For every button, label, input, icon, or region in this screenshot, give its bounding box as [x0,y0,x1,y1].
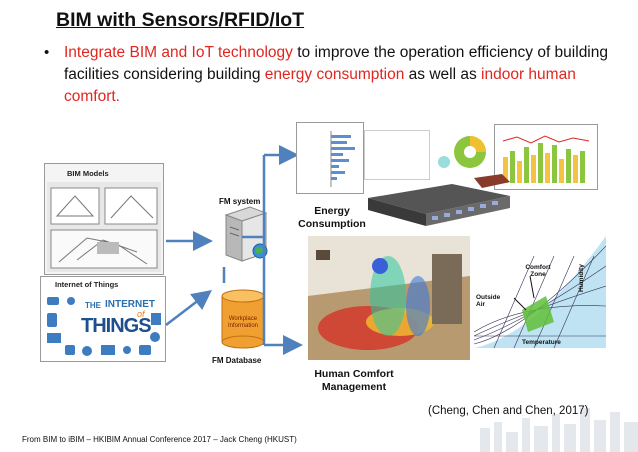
bullet-highlight-bim-iot: Integrate BIM and IoT technology [64,44,293,61]
iot-logo-internet: INTERNET [105,299,155,310]
room-thermal-render-image [308,236,470,360]
bim-models-image: BIM Models [44,163,164,275]
bullet-highlight-energy: energy consumption [264,66,405,83]
human-comfort-label: Human Comfort Management [314,368,394,393]
psychrometric-chart-image: Comfort Zone Outside Air Humidity Temper… [474,236,606,348]
iot-logo-of: of [137,309,145,319]
iot-devices-icons [47,297,161,356]
bullet-mark: • [44,44,50,61]
energy-pie-icon [438,136,486,168]
room-thermal-icon [308,236,470,360]
database-icon [221,289,265,349]
energy-bar-chart-image [296,122,364,194]
bim-models-screens-icon [47,182,161,272]
flow-arrows [165,145,303,355]
psychrometric-icon [474,236,606,348]
bullet-body-1: to improve the operation efficiency of b… [64,44,608,83]
energy-consumption-label: Energy Consumption [298,205,366,230]
skyline-decoration-icon [480,408,638,452]
iot-image: Internet of Things THE INTERNET of THING… [40,276,166,362]
iot-logo-things: THINGS [81,315,152,337]
bullet-text: Integrate BIM and IoT technology to impr… [64,42,609,108]
fm-system-label: FM system [219,197,261,206]
energy-columns-icon [502,135,590,183]
iot-label: Internet of Things [55,280,119,289]
outside-air-label: Outside Air [476,294,501,308]
citation: (Cheng, Chen and Chen, 2017) [428,405,589,417]
bullet-highlight-comfort: indoor human comfort. [64,66,576,105]
energy-bars-icon [330,131,355,187]
building-model-icon [368,174,510,226]
workplace-info-label: Workplace Information [227,316,258,329]
slide-title: BIM with Sensors/RFID/IoT [56,9,305,31]
comfort-zone-label: Comfort Zone [525,264,551,278]
footer-text: From BIM to iBIM – HKIBIM Annual Confere… [22,435,297,444]
energy-table-image [364,130,430,180]
energy-column-chart-image [494,124,598,190]
humidity-axis-label: Humidity [578,264,585,292]
bim-models-label: BIM Models [67,169,109,178]
fm-database-label: FM Database [212,356,262,365]
temperature-axis-label: Temperature [522,339,561,346]
bullet-body-2: as well as [404,66,482,83]
iot-logo-the: THE [85,301,101,310]
